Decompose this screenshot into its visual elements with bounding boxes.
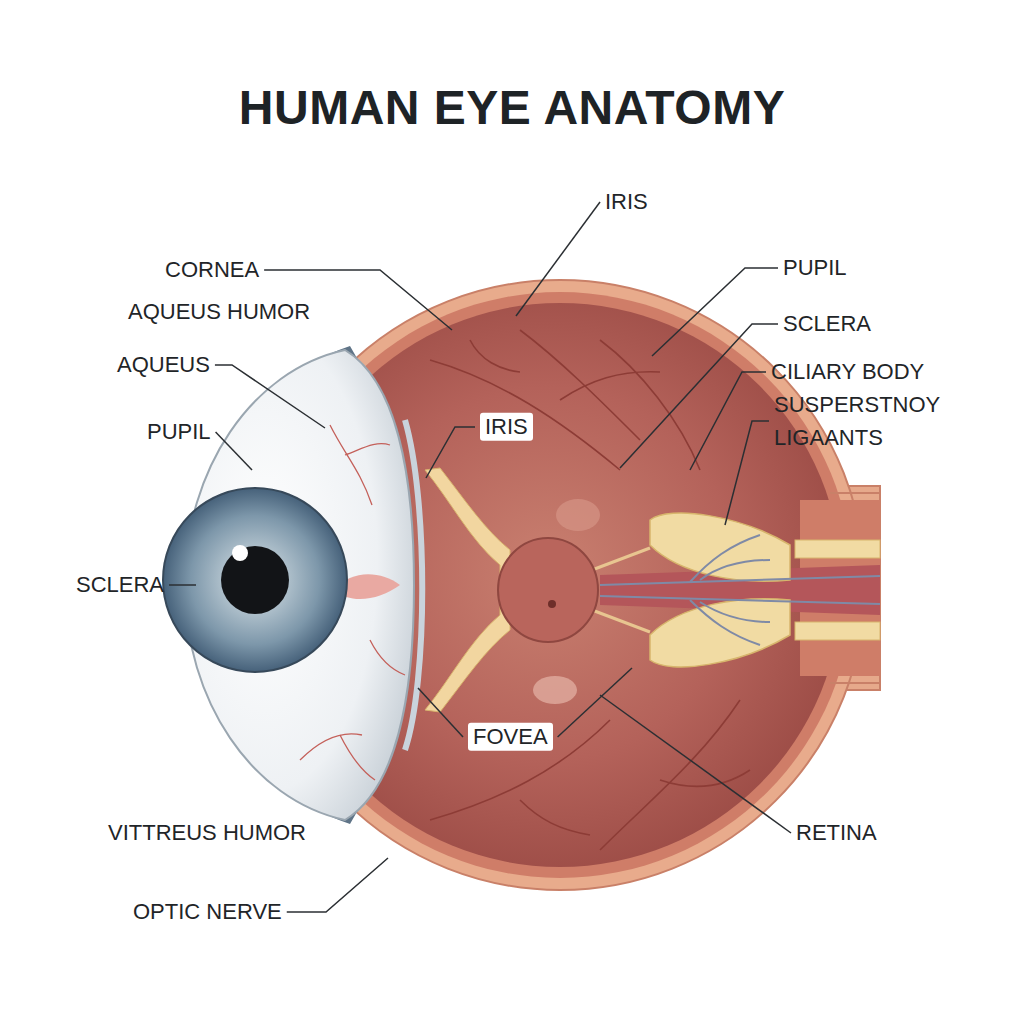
nerve-channel [600, 596, 880, 604]
part-label: RETINA [796, 820, 877, 846]
part-label: OPTIC NERVE [133, 899, 282, 925]
part-label: PUPIL [783, 255, 847, 281]
nerve-inner [830, 682, 880, 684]
lens-and-iris [405, 420, 650, 750]
lens-and-iris [498, 538, 598, 642]
eye-front [345, 444, 390, 455]
blood-vessels [430, 720, 610, 820]
leader-line [215, 365, 325, 428]
blood-vessels [600, 340, 700, 470]
leader-line [426, 427, 475, 478]
leader-line [516, 202, 600, 316]
lens-and-iris [592, 548, 650, 570]
blood-vessels [470, 340, 520, 372]
leader-line [169, 584, 196, 586]
lens-and-iris [592, 610, 650, 632]
part-label: AQUEUS [117, 352, 210, 378]
retina-spots [533, 676, 577, 704]
leader-line [287, 858, 388, 912]
part-label: IRIS [480, 413, 533, 441]
nerve-channel [690, 535, 760, 582]
part-label: SCLERA [783, 311, 871, 337]
blood-vessels [660, 770, 750, 787]
eye-front [370, 640, 405, 675]
eye-front [163, 488, 347, 672]
blood-vessels [560, 372, 660, 400]
part-label: VITTREUS HUMOR [108, 820, 306, 846]
nerve-channel [700, 560, 770, 580]
part-label: IRIS [605, 189, 648, 215]
part-label: CILIARY BODY [771, 359, 924, 385]
part-label: CORNEA [165, 257, 259, 283]
nerve-channel [650, 513, 790, 581]
eye-front [232, 545, 248, 561]
part-label: SUSPERSTNOY LIGAANTS [774, 388, 964, 454]
blood-vessels [600, 700, 740, 850]
eye-front [163, 346, 414, 824]
part-label: PUPIL [147, 419, 211, 445]
nerve-channel [700, 602, 770, 622]
eye-front [340, 735, 375, 780]
nerve-channel [690, 600, 760, 645]
nerve-channel [795, 622, 880, 640]
retina-spots [556, 499, 600, 531]
leader-line [558, 668, 632, 737]
part-label: AQUEUS HUMOR [128, 299, 310, 325]
leader-line [620, 324, 778, 468]
leader-line [725, 421, 769, 525]
blood-vessels [520, 330, 640, 440]
leader-line [418, 688, 463, 737]
leader-line [652, 268, 778, 356]
leader-line [600, 695, 791, 833]
lens-and-iris [548, 600, 556, 608]
eye-front [330, 425, 372, 505]
eye-front [221, 546, 289, 614]
nerve-channel [795, 540, 880, 558]
leader-line [216, 432, 252, 470]
blood-vessels [520, 800, 590, 835]
nerve-channel [600, 513, 880, 667]
nerve-inner [830, 492, 880, 494]
nerve-channel [600, 576, 880, 585]
part-label: SCLERA [76, 572, 164, 598]
nerve-channel [650, 599, 790, 667]
diagram-title: HUMAN EYE ANATOMY [0, 80, 1024, 135]
part-label: FOVEA [468, 723, 553, 751]
blood-vessels [430, 360, 620, 470]
